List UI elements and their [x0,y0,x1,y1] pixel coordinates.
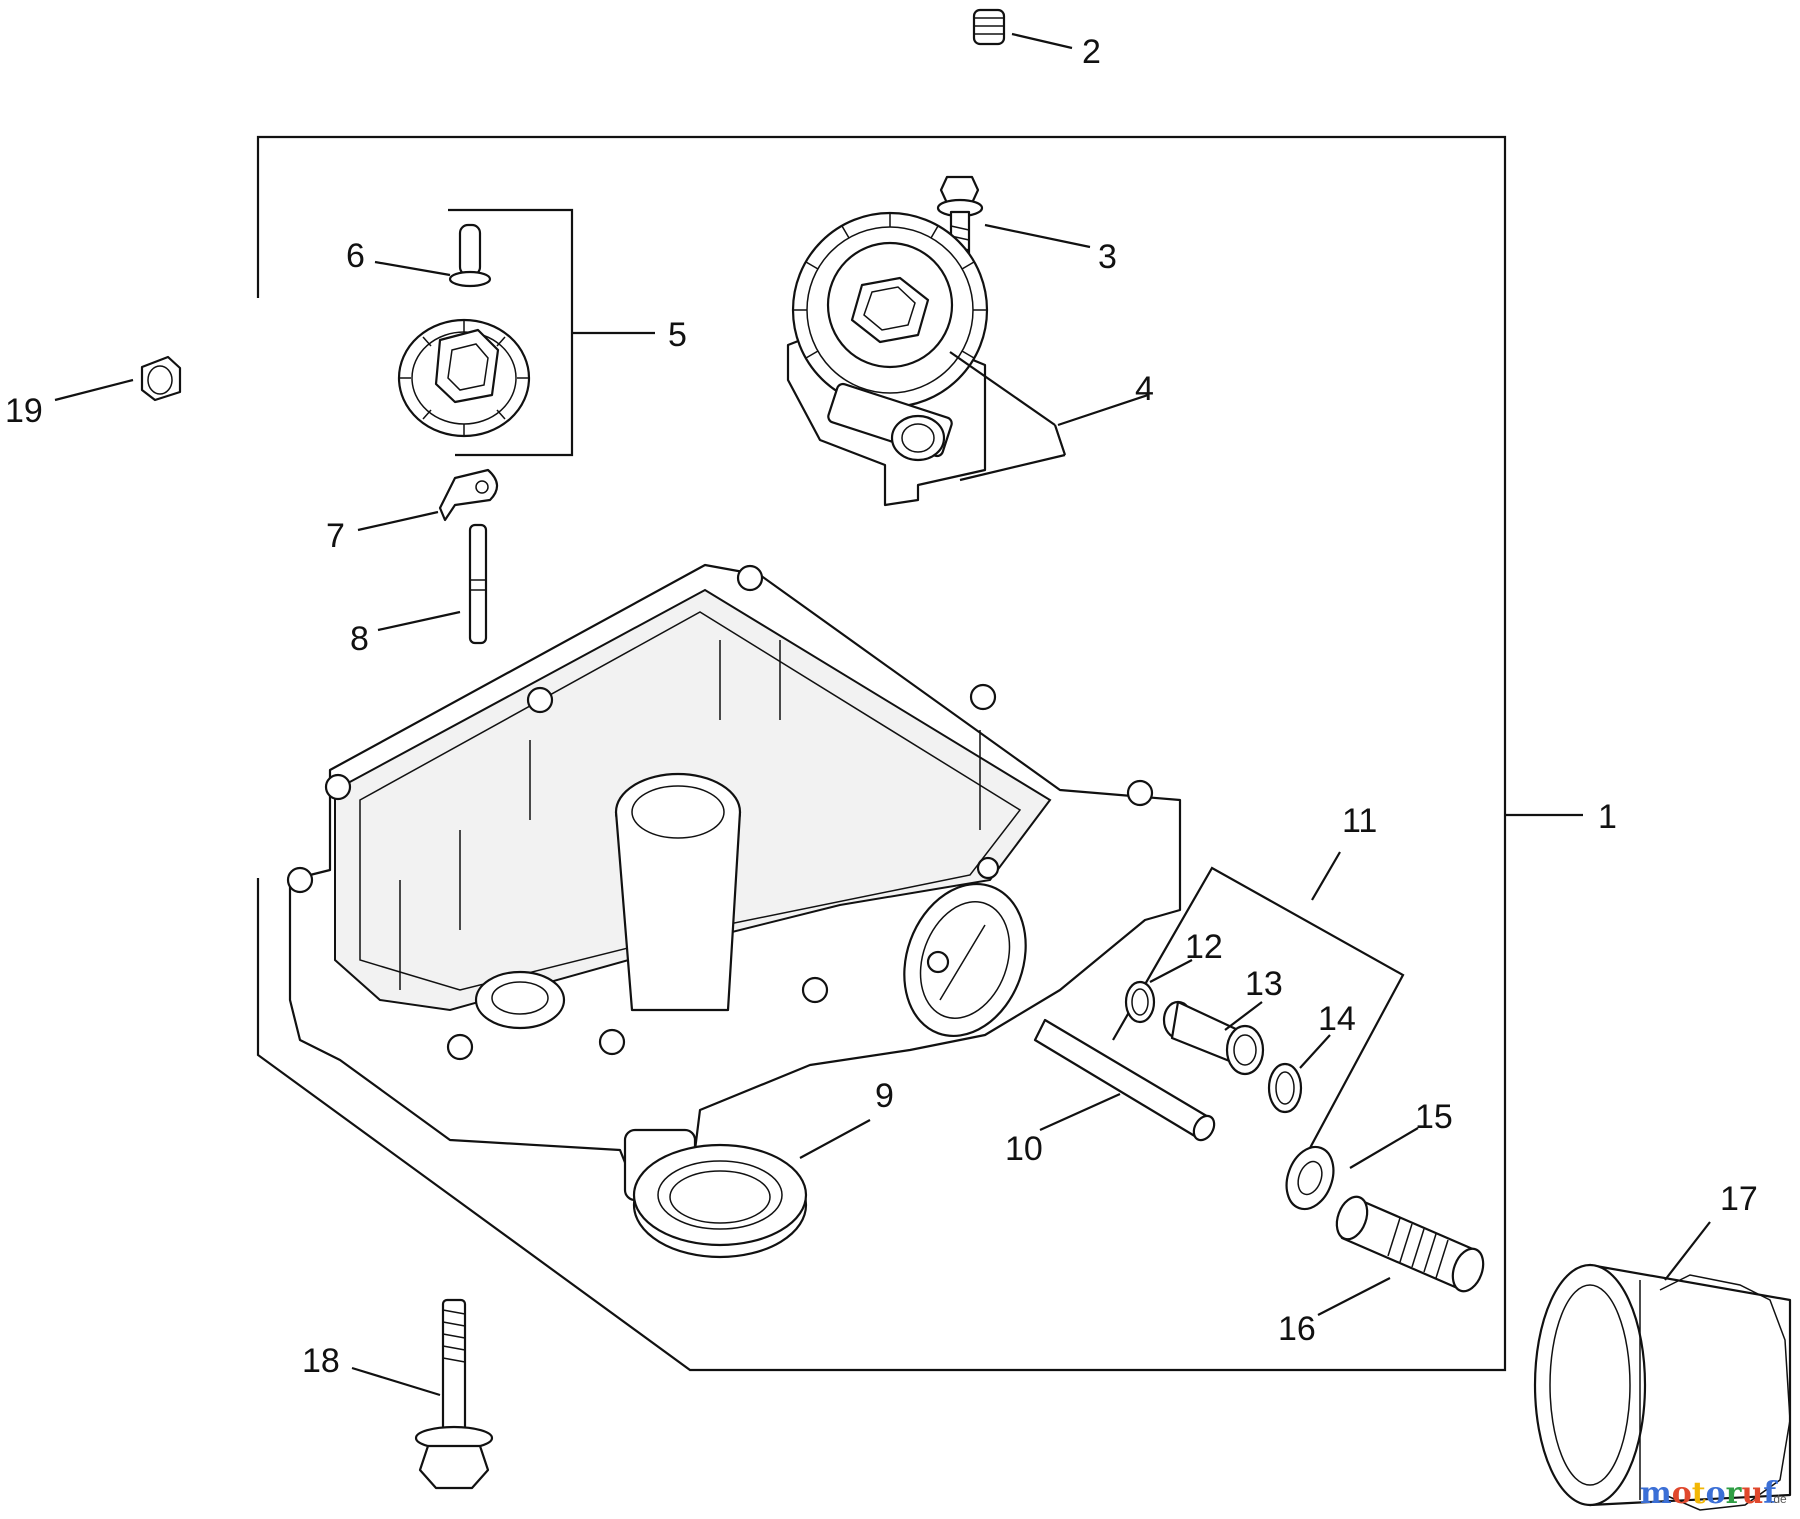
part-9-oil-seal [632,1119,871,1259]
callout-11: 11 [1342,802,1377,840]
callout-1: 1 [1598,798,1617,836]
wm-suffix: .de [1770,1492,1787,1506]
wm-letter-6: u [1741,1476,1763,1511]
part-5-governor-gear [397,318,531,438]
wm-letter-3: t [1692,1476,1706,1511]
callout-7: 7 [326,517,345,555]
part-7-clip-washer [357,468,499,532]
part-10-tube [1033,1018,1216,1142]
svg-text:motoruf: motoruf [1640,1476,1778,1511]
callout-15: 15 [1415,1098,1453,1136]
part-14-o-ring [1267,1034,1331,1114]
callout-14: 14 [1318,1000,1356,1038]
part-19-plug [54,355,182,402]
callout-19: 19 [5,392,43,430]
wm-letter-5: r [1726,1476,1743,1511]
wm-letter-2: o [1672,1476,1692,1511]
callout-6: 6 [346,237,365,275]
wm-letter-7: f [1763,1476,1778,1511]
callout-18: 18 [302,1342,340,1380]
wm-letter-1: m [1640,1476,1672,1511]
callout-13: 13 [1245,965,1283,1003]
assembly-frame [256,135,1583,1372]
wm-letter-4: o [1706,1476,1726,1511]
callout-4: 4 [1135,370,1154,408]
part-8-shaft [377,523,488,645]
part-2-set-screw [972,8,1073,50]
callout-16: 16 [1278,1310,1316,1348]
callout-12: 12 [1185,928,1223,966]
part-6-pin [374,223,492,288]
callout-9: 9 [875,1077,894,1115]
part-16-threaded-nipple [1317,1195,1485,1316]
part-15-washer [1285,1127,1419,1211]
watermark-logo: motoruf .de [1640,1476,1787,1511]
callout-17: 17 [1720,1180,1758,1218]
bolt-holes [286,564,1154,1061]
callout-10: 10 [1005,1130,1043,1168]
part-18-flange-bolt [351,1298,494,1490]
subgroup-bracket-11 [1112,851,1405,1149]
callout-8: 8 [350,620,369,658]
callout-labels: 1 2 3 4 5 6 7 8 9 10 11 12 13 14 15 16 1… [5,33,1758,1380]
part-12-o-ring [1124,959,1193,1024]
callout-3: 3 [1098,238,1117,276]
subgroup-bracket-5 [448,208,655,457]
part-13-relief-valve [1162,1000,1265,1076]
part-4-oil-pump [786,211,1149,507]
callout-2: 2 [1082,33,1101,71]
callout-5: 5 [668,316,687,354]
part-1-oil-pan [286,563,1182,1202]
part-17-oil-filter [1533,1221,1792,1511]
